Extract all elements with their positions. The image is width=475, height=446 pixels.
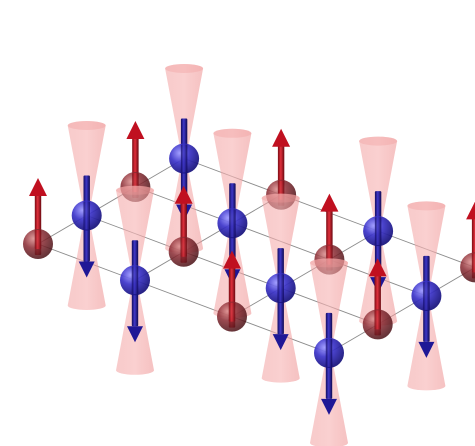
optical-cone-cap bbox=[407, 201, 446, 211]
site-blue-spin-down bbox=[261, 193, 300, 383]
site-blue-spin-down bbox=[407, 201, 446, 391]
optical-cone-cap bbox=[359, 136, 398, 146]
site-red-spin-up bbox=[23, 178, 53, 259]
spin-arrow-shaft-front bbox=[471, 253, 475, 273]
optical-cone-cap bbox=[116, 185, 154, 195]
optical-cone-cap bbox=[213, 128, 252, 138]
spin-arrow-shaft-front bbox=[228, 302, 236, 322]
site-red-spin-up bbox=[362, 258, 393, 340]
spin-arrow-shaft-front bbox=[83, 201, 90, 230]
spin-down-arrow-icon bbox=[78, 261, 95, 278]
spin-up-arrow-icon bbox=[126, 121, 145, 139]
spin-arrow-shaft-front bbox=[325, 338, 333, 367]
spin-up-arrow-icon bbox=[368, 258, 387, 277]
spin-arrow-shaft-front bbox=[423, 281, 430, 310]
site-blue-spin-down bbox=[67, 121, 106, 310]
spin-arrow-shaft-front bbox=[180, 237, 187, 257]
lattice-grid-line bbox=[37, 158, 185, 245]
optical-cone-upper bbox=[310, 258, 348, 353]
spin-up-arrow-icon bbox=[466, 201, 475, 220]
spin-arrow-shaft-front bbox=[374, 217, 382, 246]
spin-arrow-shaft-front bbox=[277, 274, 284, 303]
optical-cone-cap bbox=[261, 193, 300, 203]
spin-down-arrow-icon bbox=[418, 341, 435, 358]
lattice-grid-line bbox=[328, 267, 475, 354]
site-blue-spin-down bbox=[310, 258, 348, 446]
spin-up-arrow-icon bbox=[320, 193, 339, 212]
lattice-grid-line bbox=[231, 230, 379, 317]
site-red-spin-up bbox=[168, 185, 199, 267]
spin-up-arrow-icon bbox=[272, 128, 291, 147]
optical-cone-upper bbox=[165, 64, 204, 159]
optical-cone-cap bbox=[67, 121, 106, 130]
spin-up-arrow-icon bbox=[174, 185, 193, 204]
spin-arrow-shaft-front bbox=[180, 144, 188, 173]
optical-cone-upper bbox=[213, 128, 252, 224]
spin-arrow-shaft-front bbox=[34, 230, 42, 249]
optical-cone-upper bbox=[359, 136, 398, 232]
red-atom-sphere bbox=[460, 252, 475, 283]
optical-cone-upper bbox=[116, 185, 154, 281]
optical-cone-cap bbox=[310, 258, 348, 268]
spin-arrow-shaft-front bbox=[131, 266, 139, 295]
site-blue-spin-down bbox=[116, 185, 154, 375]
spin-up-arrow-icon bbox=[29, 178, 47, 196]
spin-arrow-shaft-front bbox=[374, 310, 381, 330]
spin-down-arrow-icon bbox=[321, 398, 337, 415]
site-red-spin-up bbox=[460, 201, 475, 283]
spin-arrow-shaft-front bbox=[229, 209, 236, 238]
optical-cone-upper bbox=[261, 193, 300, 289]
spin-down-arrow-icon bbox=[127, 326, 143, 343]
lattice-grid-line bbox=[134, 194, 282, 281]
optical-cone-upper bbox=[67, 121, 106, 216]
site-red-spin-up bbox=[217, 250, 247, 332]
optical-cone-upper bbox=[407, 201, 446, 296]
optical-cone-cap bbox=[165, 64, 204, 73]
spin-up-arrow-icon bbox=[223, 250, 241, 269]
spin-down-arrow-icon bbox=[272, 334, 289, 351]
